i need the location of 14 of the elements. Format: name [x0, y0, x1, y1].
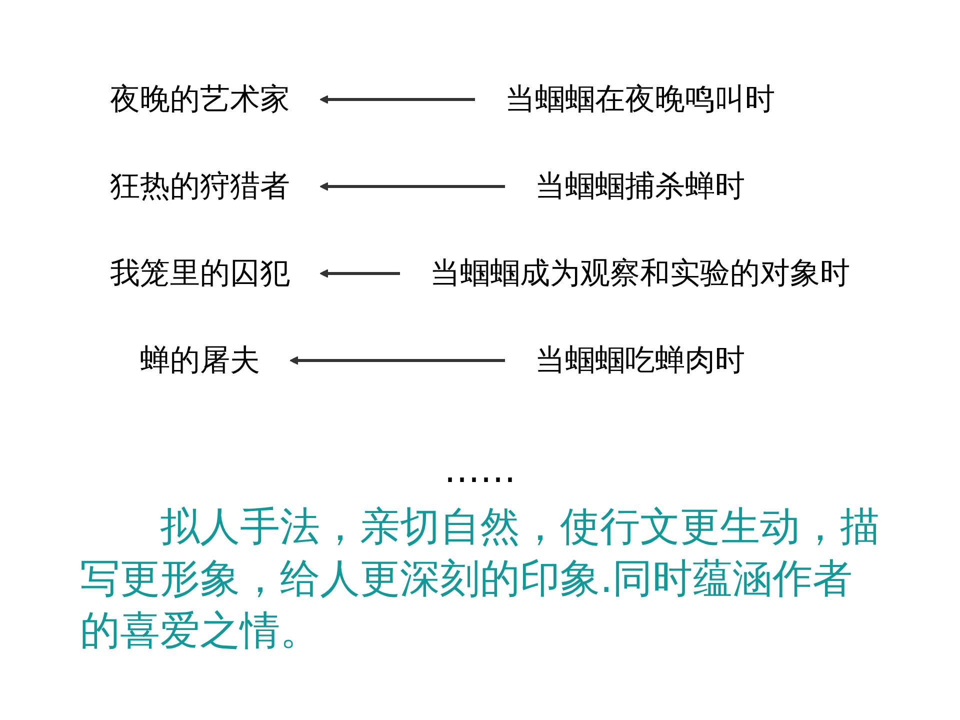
arrow: [320, 269, 400, 278]
node-text: 蝉的屠夫: [140, 343, 260, 378]
arrow: [290, 356, 505, 365]
node-text: 狂热的狩猎者: [110, 169, 290, 204]
arrow: [320, 95, 475, 104]
node-text: 当蝈蝈成为观察和实验的对象时: [430, 256, 850, 291]
node-text: 当蝈蝈捕杀蝉时: [535, 169, 745, 204]
node-text: 当蝈蝈吃蝉肉时: [535, 343, 745, 378]
node-text: 当蝈蝈在夜晚鸣叫时: [505, 82, 775, 117]
node-text: 夜晚的艺术家: [110, 82, 290, 117]
note-paragraph: 拟人手法，亲切自然，使行文更生动，描写更形象，给人更深刻的印象.同时蕴涵作者的喜爱之情。: [80, 503, 880, 656]
ellipsis-text: ……: [443, 450, 517, 491]
node-text: 我笼里的囚犯: [110, 256, 290, 291]
arrow: [320, 182, 505, 191]
